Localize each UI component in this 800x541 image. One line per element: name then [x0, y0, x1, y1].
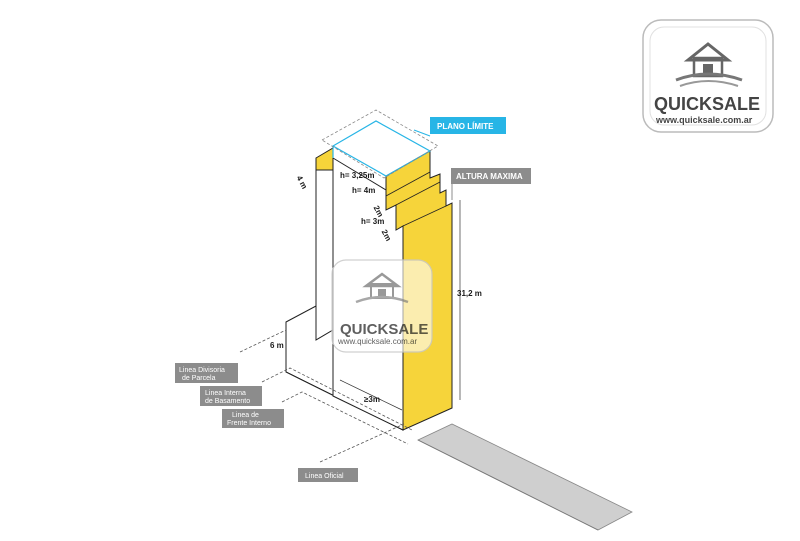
watermark-logo-brand: QUICKSALE [340, 321, 428, 338]
dim-h1: h= 3,25m [340, 171, 374, 180]
dashed-envelope [321, 109, 439, 179]
dim-front-min: ≥3m [364, 395, 380, 404]
street-edge [417, 439, 599, 531]
callout-plano-limite-text: PLANO LÍMITE [437, 122, 494, 131]
tag-divisoria-line1: Linea Divisoria [179, 367, 225, 374]
tag-divisoria-line2: de Parcela [182, 375, 216, 382]
corner-logo-brand: QUICKSALE [654, 94, 760, 114]
building-left-top [315, 147, 334, 171]
tag-basamento-line2: de Basamento [205, 398, 250, 405]
watermark-logo-url: www.quicksale.com.ar [337, 337, 417, 346]
callout-altura-maxima: ALTURA MAXIMA [451, 168, 531, 200]
dashed-base-line-2 [261, 367, 413, 431]
callout-plano-limite: PLANO LÍMITE [413, 117, 506, 137]
tag-basamento-line1: Linea Interna [205, 390, 246, 397]
dashed-base-line-1 [239, 329, 287, 353]
dim-base-depth: 6 m [270, 341, 284, 350]
corner-logo-url: www.quicksale.com.ar [655, 115, 753, 125]
setback-line-3 [402, 205, 447, 227]
tag-divisoria: Linea Divisoria de Parcela [175, 363, 238, 383]
corner-logo: QUICKSALE www.quicksale.com.ar [642, 19, 774, 133]
setback-line-2 [395, 181, 441, 206]
tag-oficial-text: Linea Oficial [305, 473, 344, 480]
tag-frente: Linea de Frente Interno [222, 409, 284, 428]
building-left-wall [315, 157, 334, 341]
dim-h3: h= 3m [361, 217, 384, 226]
tag-basamento: Linea Interna de Basamento [200, 386, 262, 406]
setback-line-1 [385, 171, 431, 197]
dim-h2: h= 4m [352, 186, 375, 195]
house-icon [675, 42, 743, 87]
watermark-logo: QUICKSALE www.quicksale.com.ar [331, 259, 433, 353]
dim-line-3m [339, 379, 403, 411]
tag-frente-line1: Linea de [232, 412, 259, 419]
sidewalk [417, 423, 633, 531]
dim-left-top: 4 m [295, 174, 309, 190]
dashed-base-line-3 [281, 391, 409, 445]
callout-altura-maxima-text: ALTURA MAXIMA [456, 172, 523, 181]
dashed-oficial-line [319, 423, 405, 463]
dim-height: 31,2 m [457, 289, 482, 298]
watermark-house-icon [355, 272, 409, 304]
tag-oficial: Linea Oficial [298, 468, 358, 482]
tag-frente-line2: Frente Interno [227, 420, 271, 427]
